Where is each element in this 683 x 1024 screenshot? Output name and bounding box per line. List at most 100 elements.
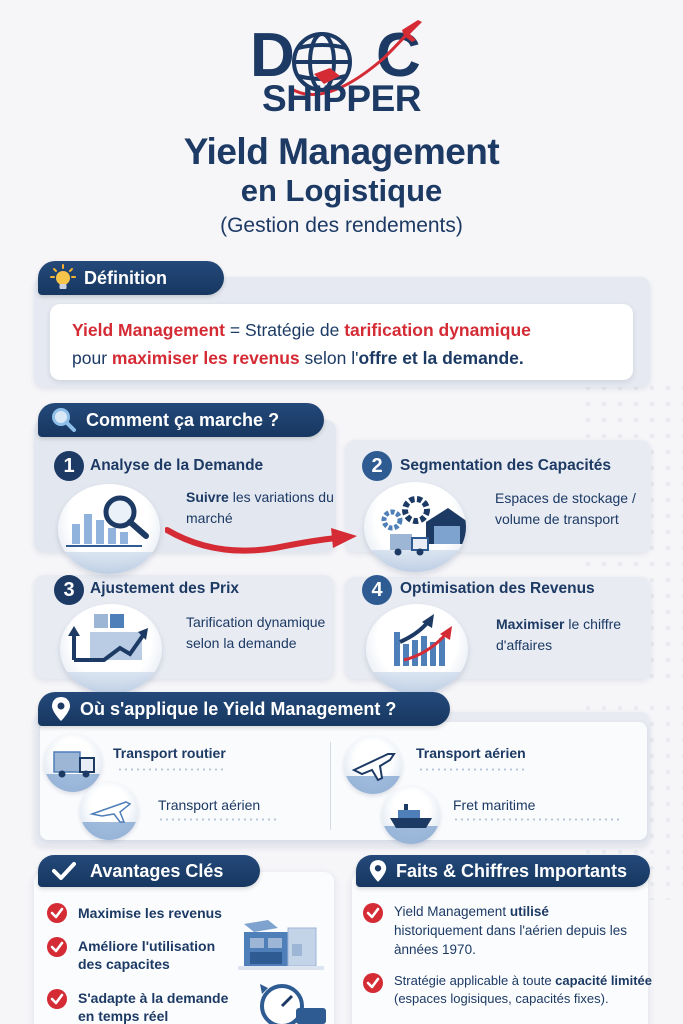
stopwatch-icon <box>260 984 326 1024</box>
step-1-description: Suivre les variations du marché <box>186 487 336 529</box>
airplane-icon <box>351 753 396 782</box>
logo-letter-d: D <box>250 21 295 90</box>
fact-text: Yield Management utilisé historiquement … <box>394 902 634 959</box>
definition-text: pour <box>72 348 112 368</box>
application-label: Transport aérien <box>416 745 526 761</box>
definition-highlight: maximiser les revenus <box>111 348 300 368</box>
advantage-line2: des capacites <box>78 956 170 972</box>
chart-search-icon <box>66 495 149 547</box>
definition-heading: Définition <box>38 261 224 295</box>
advantage-line1: S'adapte à la demande <box>78 990 229 1006</box>
how-it-works-heading-text: Comment ça marche ? <box>86 409 280 430</box>
definition-line2: pour maximiser les revenus selon l'offre… <box>72 344 633 372</box>
advantage-item: Maximise les revenus <box>46 902 222 924</box>
fact-item: Stratégie applicable à toute capacité li… <box>362 972 664 1008</box>
applications-heading-text: Où s'applique le Yield Management ? <box>80 698 397 719</box>
page-subtitle: (Gestion des rendements) <box>220 214 463 237</box>
page-title-line2: en Logistique <box>240 173 443 208</box>
growth-chart-icon <box>394 614 452 666</box>
definition-term: Yield Management <box>72 320 225 340</box>
logo: D C SHIPPER <box>0 0 683 120</box>
how-it-works-heading: Comment ça marche ? <box>38 403 324 437</box>
advantages-heading: Avantages Clés <box>38 855 260 887</box>
red-check-icon <box>47 903 67 923</box>
step-1-title: Analyse de la Demande <box>90 457 264 474</box>
advantage-line1: Maximise les revenus <box>78 905 222 921</box>
application-truck <box>44 734 102 792</box>
definition-text: = Stratégie de <box>225 320 345 340</box>
applications-heading: Où s'applique le Yield Management ? <box>38 692 450 726</box>
advantage-line2: en temps réel <box>78 1008 169 1024</box>
fact-text: Stratégie applicable à toute capacité li… <box>394 972 664 1008</box>
decorative-dots <box>418 768 528 771</box>
step-3-illustration <box>60 604 162 694</box>
step-3-description-text: Tarification dynamique selon la demande <box>186 614 326 651</box>
fact-text-bold: capacité limitée <box>555 973 652 988</box>
step-3-number: 3 <box>54 575 84 605</box>
gears-warehouse-icon <box>381 496 466 556</box>
definition-line1: Yield Management = Stratégie de tarifica… <box>72 316 633 344</box>
step-1-description-bold: Suivre <box>186 489 229 505</box>
logo-shipper-text: SHIPPER <box>262 78 421 119</box>
step-4-description-text: le chiffre d'affaires <box>496 616 622 653</box>
application-label: Transport routier <box>113 745 226 761</box>
step-4-title: Optimisation des Revenus <box>400 580 595 597</box>
flow-arrow-icon <box>165 527 357 554</box>
decorative-dots <box>158 818 278 821</box>
step-2-title: Segmentation des Capacités <box>400 457 612 474</box>
red-check-icon <box>363 973 383 993</box>
step-3-description: Tarification dynamique selon la demande <box>186 612 336 654</box>
application-airplane-right <box>344 736 402 794</box>
step-1-number: 1 <box>54 451 84 481</box>
definition-text: selon l' <box>299 348 359 368</box>
step-2-number: 2 <box>362 451 392 481</box>
step-2-description-text: Espaces de stockage / volume de transpor… <box>495 490 636 527</box>
step-3-title: Ajustement des Prix <box>90 580 240 597</box>
application-airplane-left <box>80 782 138 840</box>
advantage-text: S'adapte à la demande en temps réel <box>78 988 228 1024</box>
advantage-text: Maximise les revenus <box>78 902 222 922</box>
fact-text-pre: Yield Management <box>394 904 510 919</box>
red-check-icon <box>363 903 383 923</box>
warehouse-illustration-icon <box>238 920 324 970</box>
red-check-icon <box>47 989 67 1009</box>
advantage-item: S'adapte à la demande en temps réel <box>46 988 228 1024</box>
definition-highlight: tarification dynamique <box>344 320 531 340</box>
fact-text-bold: utilisé <box>509 904 549 919</box>
decorative-dots <box>117 768 227 771</box>
price-trend-icon <box>68 614 148 662</box>
step-2-description: Espaces de stockage / volume de transpor… <box>495 488 645 530</box>
page-title: Yield Management <box>183 131 500 172</box>
facts-panel <box>352 872 648 1024</box>
ship-icon <box>390 804 432 828</box>
airplane-icon <box>89 801 132 823</box>
applications-divider <box>330 742 331 830</box>
location-pin-icon <box>52 697 70 721</box>
step-4-illustration <box>366 604 468 694</box>
location-pin-icon <box>369 860 387 882</box>
advantages-heading-text: Avantages Clés <box>90 860 224 881</box>
magnifier-icon <box>52 408 76 432</box>
checkmark-icon <box>52 862 76 880</box>
application-label: Fret maritime <box>453 797 536 813</box>
globe-plane-icon <box>289 20 422 96</box>
step-4-description: Maximiser le chiffre d'affaires <box>496 614 646 656</box>
fact-item: Yield Management utilisé historiquement … <box>362 902 634 959</box>
step-1-illustration <box>58 484 160 574</box>
red-check-icon <box>47 937 67 957</box>
facts-heading-text: Faits & Chiffres Importants <box>396 860 628 881</box>
application-label: Transport aérien <box>158 797 261 813</box>
step-2-illustration <box>364 482 466 572</box>
decorative-dots <box>453 818 623 821</box>
definition-bold: offre et la demande. <box>358 348 524 368</box>
truck-icon <box>53 751 95 778</box>
step-4-number: 4 <box>362 575 392 605</box>
application-ship <box>382 786 440 844</box>
step-4-description-bold: Maximiser <box>496 616 565 632</box>
fact-text-post: historiquement dans l'aérien depuis les … <box>394 923 627 957</box>
fact-text-pre: Stratégie applicable à toute <box>394 973 556 988</box>
facts-heading: Faits & Chiffres Importants <box>356 855 650 887</box>
definition-card: Yield Management = Stratégie de tarifica… <box>50 304 633 380</box>
